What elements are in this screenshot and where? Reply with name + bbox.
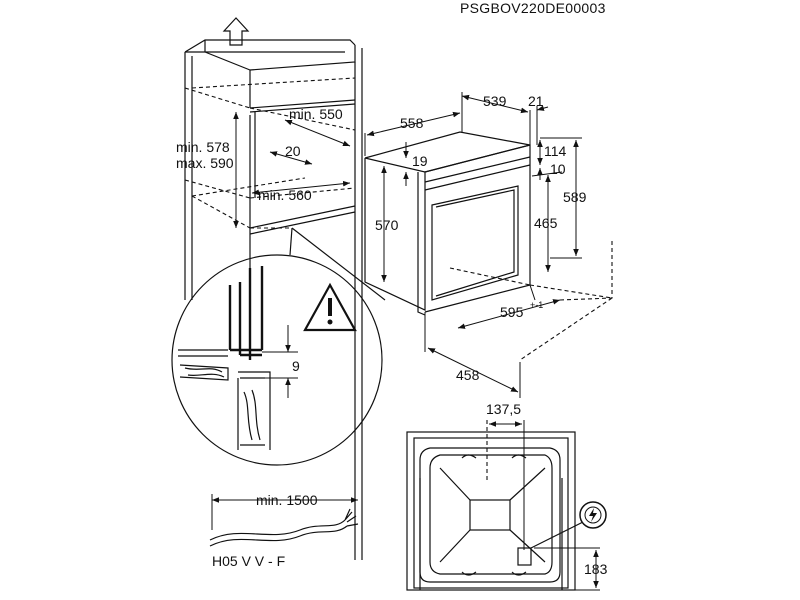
- dim-137-5: 137,5: [486, 401, 521, 417]
- dim-458: 458: [456, 367, 480, 383]
- electric-connection-icon: [579, 501, 607, 529]
- dim-183: 183: [584, 561, 608, 577]
- dim-570: 570: [375, 217, 399, 233]
- dim-min-560: min. 560: [258, 187, 312, 203]
- cable-drawing: min. 1500 H05 V V - F: [209, 492, 359, 569]
- dim-min-578: min. 578: [176, 139, 230, 155]
- dim-9: 9: [292, 358, 300, 374]
- dim-465: 465: [534, 215, 558, 231]
- dim-558: 558: [400, 115, 424, 131]
- detail-circle: [171, 254, 383, 466]
- oven-drawing: 558 539 21 19 570 114 10 465 589 595: [364, 92, 613, 398]
- dim-539: 539: [483, 93, 507, 109]
- dim-19: 19: [412, 153, 428, 169]
- dim-589: 589: [563, 189, 587, 205]
- dim-10: 10: [550, 161, 566, 177]
- dim-595-tolerance: +-1: [530, 300, 543, 310]
- dim-20: 20: [285, 143, 301, 159]
- dim-min-550: min. 550: [289, 106, 343, 122]
- dim-max-590: max. 590: [176, 155, 234, 171]
- up-arrow-icon: [222, 17, 250, 46]
- dim-595: 595: [500, 304, 524, 320]
- dim-min-1500: min. 1500: [256, 492, 318, 508]
- document-code: PSGBOV220DE00003: [460, 0, 606, 16]
- dim-21: 21: [528, 93, 544, 109]
- dim-114: 114: [544, 143, 567, 159]
- cabinet-drawing: min. 578 max. 590 min. 550 20 min. 560: [176, 17, 363, 560]
- oven-front-view: 137,5 183: [406, 401, 608, 591]
- detail-magnifier: 9: [171, 227, 386, 466]
- warning-triangle-icon: [303, 282, 357, 332]
- cable-type-label: H05 V V - F: [212, 553, 285, 569]
